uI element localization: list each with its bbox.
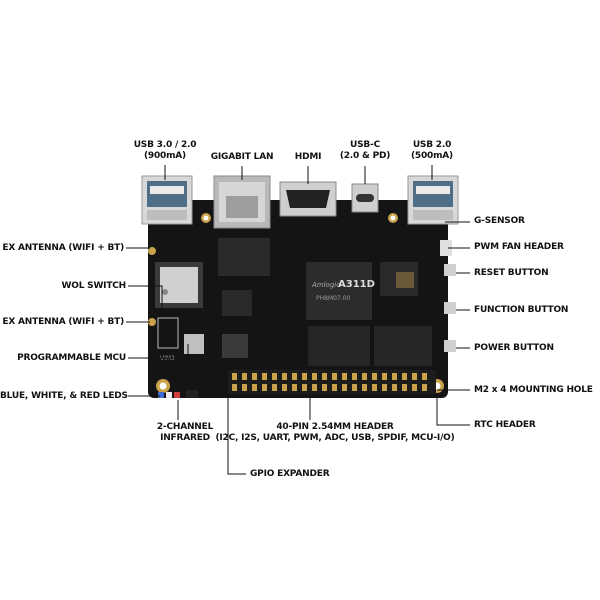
soc-code: PH8M07.00 bbox=[316, 295, 350, 302]
gpio-pin bbox=[352, 373, 357, 380]
gpio-pin bbox=[302, 373, 307, 380]
label-40pin-header: 40-PIN 2.54MM HEADER (I2C, I2S, UART, PW… bbox=[215, 422, 455, 443]
gpio-pin bbox=[262, 373, 267, 380]
label-programmable-mcu: PROGRAMMABLE MCU bbox=[17, 353, 126, 363]
power-btn bbox=[444, 340, 456, 352]
gpio-pin bbox=[312, 373, 317, 380]
leader-lines bbox=[126, 165, 470, 475]
gpio-pin bbox=[382, 373, 387, 380]
gpio-pin bbox=[332, 373, 337, 380]
mcu-chip bbox=[184, 334, 204, 354]
gpio-header bbox=[228, 370, 436, 394]
gpio-pin bbox=[232, 384, 237, 391]
label-pwm-fan: PWM FAN HEADER bbox=[474, 242, 564, 252]
gpio-pin bbox=[302, 384, 307, 391]
pwm-fan-header bbox=[440, 240, 452, 256]
gpio-pin bbox=[412, 373, 417, 380]
gpio-pin bbox=[362, 384, 367, 391]
gpio-pin bbox=[292, 384, 297, 391]
gpio-pin bbox=[282, 373, 287, 380]
lan-chip bbox=[218, 238, 270, 276]
label-m2-mounting: M2 x 4 MOUNTING HOLE bbox=[474, 385, 593, 395]
usb3-port bbox=[141, 175, 193, 225]
label-function-button: FUNCTION BUTTON bbox=[474, 305, 569, 315]
khadas-logo bbox=[157, 317, 179, 349]
label-leds: BLUE, WHITE, & RED LEDS bbox=[0, 391, 128, 401]
usb2-port bbox=[407, 175, 459, 225]
gpio-pin bbox=[322, 384, 327, 391]
label-usbc: USB-C(2.0 & PD) bbox=[339, 140, 391, 161]
label-usb2: USB 2.0(500mA) bbox=[411, 140, 453, 161]
gpio-pin bbox=[422, 384, 427, 391]
label-wol-switch: WOL SWITCH bbox=[61, 281, 127, 291]
hdmi-port bbox=[279, 181, 337, 217]
label-ex-antenna-1: EX ANTENNA (WIFI + BT) bbox=[2, 243, 124, 253]
label-gigabit-lan: GIGABIT LAN bbox=[210, 152, 274, 162]
label-usb3: USB 3.0 / 2.0(900mA) bbox=[133, 140, 197, 161]
gpio-pin bbox=[392, 373, 397, 380]
gpio-pin bbox=[342, 373, 347, 380]
gpio-pin bbox=[392, 384, 397, 391]
label-ex-antenna-2: EX ANTENNA (WIFI + BT) bbox=[2, 317, 124, 327]
gpio-pin bbox=[292, 373, 297, 380]
gpio-pin bbox=[372, 373, 377, 380]
soc-brand: Amlogic bbox=[311, 281, 340, 289]
gpio-pin bbox=[412, 384, 417, 391]
gpio-pin bbox=[322, 373, 327, 380]
gpio-pin bbox=[372, 384, 377, 391]
gpio-pin bbox=[242, 373, 247, 380]
label-g-sensor: G-SENSOR bbox=[474, 216, 525, 226]
gpio-pin bbox=[352, 384, 357, 391]
gpio-pin bbox=[342, 384, 347, 391]
gpio-pin bbox=[402, 373, 407, 380]
label-power-button: POWER BUTTON bbox=[474, 343, 554, 353]
gpio-pin bbox=[272, 384, 277, 391]
gpio-pin bbox=[242, 384, 247, 391]
label-reset-button: RESET BUTTON bbox=[474, 268, 549, 278]
gpio-pin bbox=[332, 384, 337, 391]
gpio-pin bbox=[282, 384, 287, 391]
gpio-pin bbox=[382, 384, 387, 391]
gpio-pin bbox=[252, 384, 257, 391]
soc-chip bbox=[306, 262, 372, 320]
soc-model: A311D bbox=[338, 279, 375, 290]
ram-chip-1 bbox=[308, 326, 370, 366]
label-rtc-header: RTC HEADER bbox=[474, 420, 536, 430]
usbc-port bbox=[351, 183, 379, 213]
gpio-pin bbox=[312, 384, 317, 391]
ram-chip-2 bbox=[374, 326, 432, 366]
lan-port bbox=[213, 175, 271, 229]
gpio-pin bbox=[272, 373, 277, 380]
label-gpio-expander: GPIO EXPANDER bbox=[250, 469, 330, 479]
function-btn bbox=[444, 302, 456, 314]
gpio-pin bbox=[422, 373, 427, 380]
reset-btn bbox=[444, 264, 456, 276]
gpio-pin bbox=[252, 373, 257, 380]
gpio-pin bbox=[362, 373, 367, 380]
gpio-pin bbox=[232, 373, 237, 380]
gpio-pin bbox=[402, 384, 407, 391]
label-hdmi: HDMI bbox=[294, 152, 322, 162]
gpio-pin bbox=[262, 384, 267, 391]
